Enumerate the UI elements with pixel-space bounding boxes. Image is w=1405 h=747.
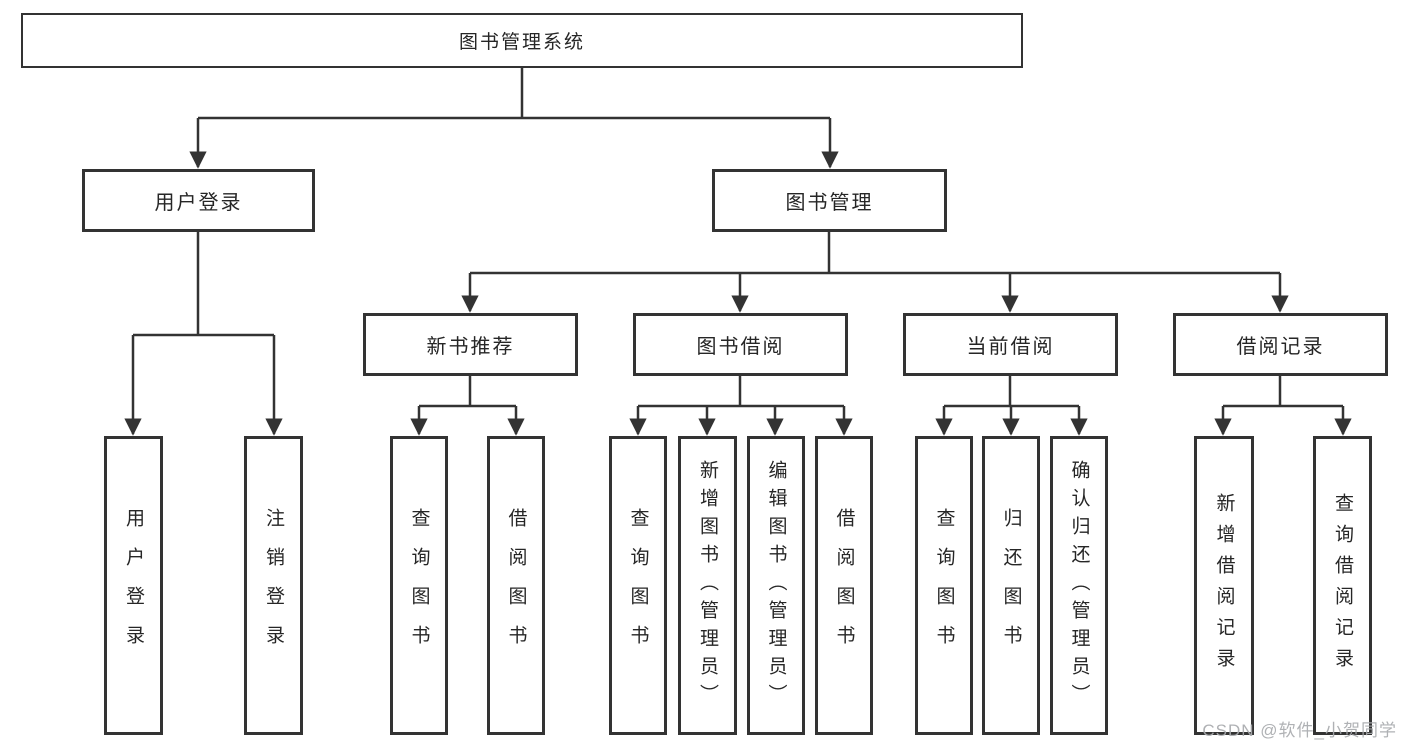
node-query-books-borrow: 查询图书 [609, 436, 667, 735]
node-label: 借阅记录 [1236, 336, 1325, 358]
node-add-book-admin: 新增图书（管理员） [678, 436, 737, 735]
node-query-borrow-record: 查询借阅记录 [1313, 436, 1372, 735]
node-borrow-books-borrow: 借阅图书 [815, 436, 873, 735]
node-label: 注销登录 [263, 507, 284, 664]
node-label: 查询图书 [933, 507, 955, 664]
node-library-management-system: 图书管理系统 [21, 13, 1023, 68]
node-label: 借阅图书 [833, 507, 855, 664]
node-label: 编辑图书（管理员） [765, 459, 787, 712]
node-return-books: 归还图书 [982, 436, 1040, 735]
node-label: 查询借阅记录 [1332, 492, 1353, 679]
node-user-login: 用户登录 [104, 436, 163, 735]
node-label: 图书借阅 [696, 336, 785, 358]
node-logout: 注销登录 [244, 436, 303, 735]
csdn-watermark: CSDN @软件_小贺同学 [1202, 721, 1397, 740]
node-user-login-group: 用户登录 [82, 169, 315, 232]
node-label: 查询图书 [627, 507, 649, 664]
node-edit-book-admin: 编辑图书（管理员） [747, 436, 805, 735]
node-book-management: 图书管理 [712, 169, 947, 232]
node-label: 归还图书 [1000, 507, 1022, 664]
node-add-borrow-record: 新增借阅记录 [1194, 436, 1254, 735]
node-label: 借阅图书 [505, 507, 527, 664]
node-label: 查询图书 [408, 507, 430, 664]
node-borrow-record: 借阅记录 [1173, 313, 1388, 376]
node-label: 新增图书（管理员） [697, 459, 718, 712]
node-new-book-recommend: 新书推荐 [363, 313, 578, 376]
node-query-books-current: 查询图书 [915, 436, 973, 735]
node-label: 用户登录 [123, 507, 144, 664]
node-label: 当前借阅 [966, 336, 1055, 358]
node-label: 新增借阅记录 [1213, 492, 1235, 679]
node-label: 确认归还（管理员） [1068, 459, 1090, 712]
node-label: 图书管理系统 [458, 32, 585, 53]
node-label: 用户登录 [154, 192, 243, 214]
node-query-books-rec: 查询图书 [390, 436, 448, 735]
node-borrow-books-rec: 借阅图书 [487, 436, 545, 735]
node-current-borrow: 当前借阅 [903, 313, 1118, 376]
node-label: 图书管理 [785, 192, 874, 214]
node-label: 新书推荐 [426, 336, 515, 358]
node-confirm-return-admin: 确认归还（管理员） [1050, 436, 1108, 735]
node-book-borrow: 图书借阅 [633, 313, 848, 376]
